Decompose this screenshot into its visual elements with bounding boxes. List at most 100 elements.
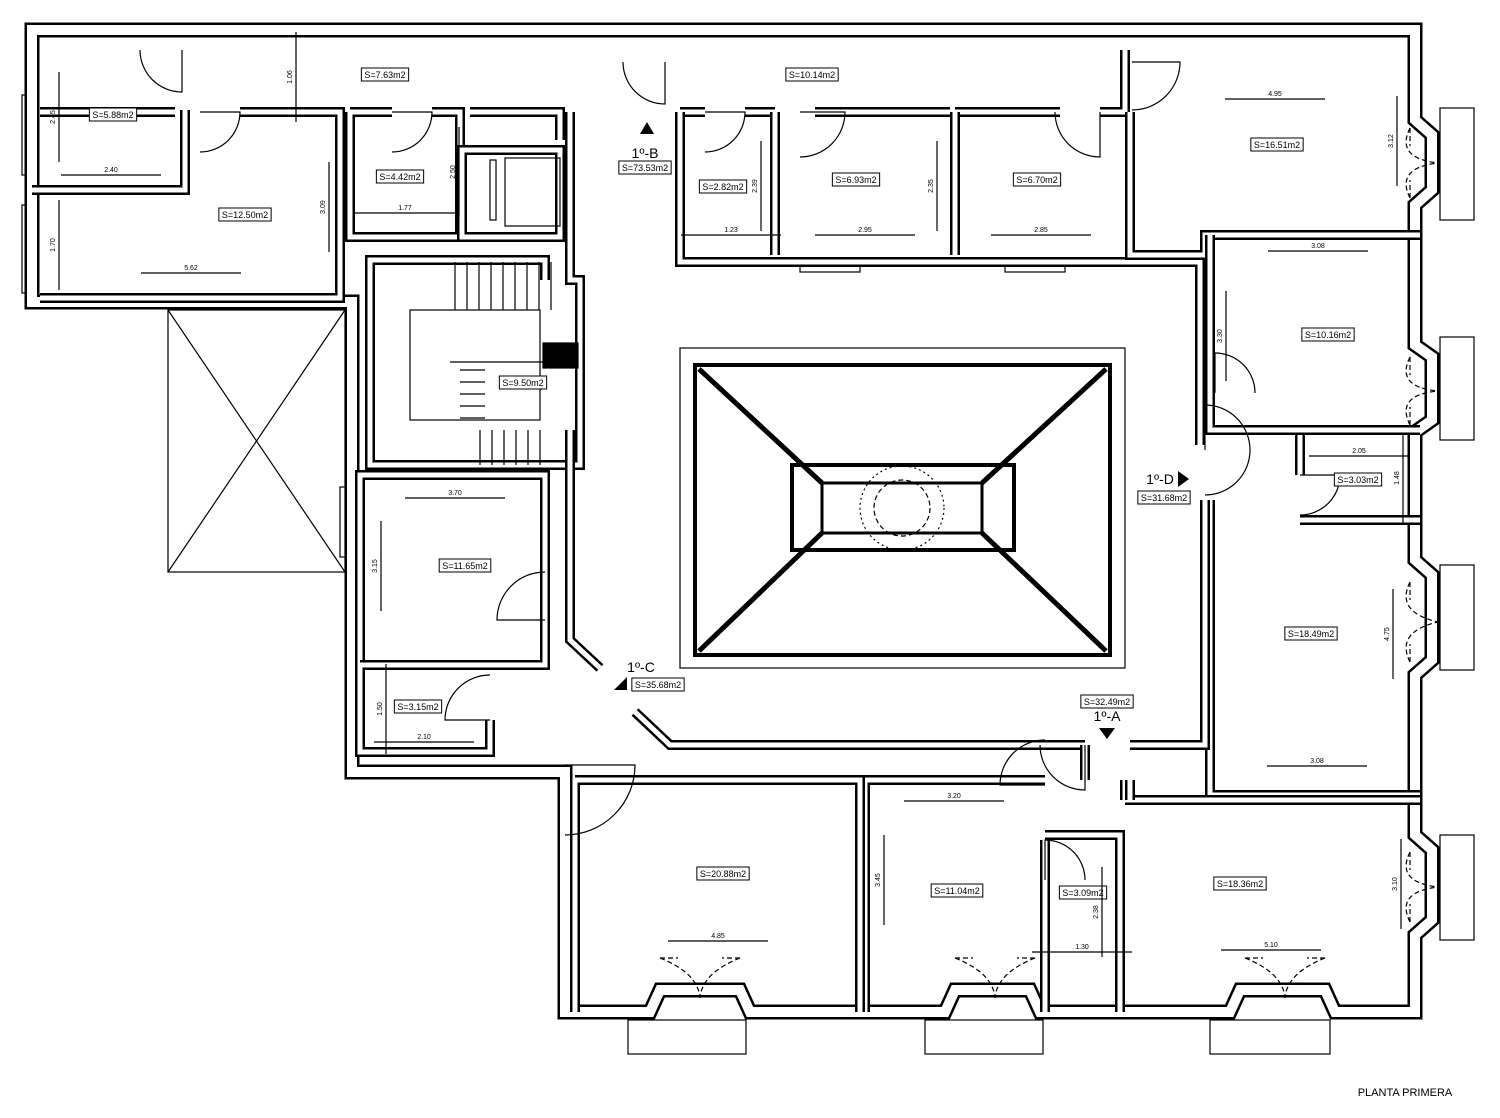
room-area-text: S=2.82m2 bbox=[702, 182, 743, 192]
french-door-icon bbox=[659, 957, 741, 999]
room-area-label: S=3.09m2 bbox=[1058, 885, 1108, 900]
skylight bbox=[679, 347, 1126, 669]
dimension-label: 3.09 bbox=[320, 200, 327, 214]
room-area-text: S=18.49m2 bbox=[1288, 629, 1334, 639]
french-door-icon bbox=[1405, 356, 1439, 426]
room-area-label: S=10.16m2 bbox=[1301, 327, 1355, 342]
door-swing-icon bbox=[622, 61, 666, 105]
room-area-text: S=6.93m2 bbox=[835, 175, 876, 185]
french-door-icon bbox=[1405, 127, 1439, 199]
dimension-label: 2.85 bbox=[1034, 227, 1048, 234]
dimension-label: 2.40 bbox=[104, 167, 118, 174]
room-area-label: S=9.50m2 bbox=[498, 375, 548, 390]
dimension-label: 1.30 bbox=[1075, 944, 1089, 951]
dimension-label: 4.75 bbox=[1384, 627, 1391, 641]
room-area-text: S=73.53m2 bbox=[622, 163, 668, 173]
french-door-icon bbox=[954, 957, 1036, 999]
dimension-label: 3.70 bbox=[448, 490, 462, 497]
entrance-arrow-icon bbox=[640, 122, 654, 134]
room-area-label: S=18.49m2 bbox=[1284, 626, 1338, 641]
room-area-text: S=3.09m2 bbox=[1062, 888, 1103, 898]
dimension-label: 1.48 bbox=[1394, 471, 1401, 485]
dimension-label: 1.06 bbox=[287, 70, 294, 84]
room-area-label: S=35.68m2 bbox=[631, 677, 685, 692]
room-area-text: S=31.68m2 bbox=[1141, 493, 1187, 503]
room-area-label: S=7.63m2 bbox=[360, 67, 410, 82]
room-area-text: S=35.68m2 bbox=[635, 680, 681, 690]
room-area-text: S=6.70m2 bbox=[1016, 175, 1057, 185]
dimension-label: 3.20 bbox=[947, 793, 961, 800]
door-swing-icon bbox=[199, 111, 241, 153]
room-area-label: S=5.88m2 bbox=[88, 107, 138, 122]
dimension-label: 4.95 bbox=[1268, 91, 1282, 98]
room-area-text: S=3.03m2 bbox=[1337, 475, 1378, 485]
unit-label: 1º-C bbox=[627, 659, 655, 675]
room-area-label: S=16.51m2 bbox=[1250, 137, 1304, 152]
dimension-label: 3.30 bbox=[1217, 329, 1224, 343]
dimension-label: 3.08 bbox=[1311, 243, 1325, 250]
room-area-label: S=73.53m2 bbox=[618, 160, 672, 175]
door-swing-icon bbox=[704, 111, 746, 153]
door-swing-icon bbox=[391, 111, 433, 153]
door-swing-icon bbox=[1214, 352, 1256, 394]
dimension-label: 2.05 bbox=[1352, 448, 1366, 455]
room-area-label: S=3.15m2 bbox=[393, 699, 443, 714]
room-area-text: S=11.65m2 bbox=[442, 561, 488, 571]
exterior-walls bbox=[24, 22, 1440, 1020]
entrance-arrow-icon bbox=[614, 677, 627, 690]
door-swing-icon bbox=[496, 571, 546, 621]
dimension-label: 1.70 bbox=[50, 238, 57, 252]
room-area-text: S=32.49m2 bbox=[1084, 697, 1130, 707]
room-area-label: S=11.04m2 bbox=[930, 883, 984, 898]
door-swing-icon bbox=[1039, 744, 1086, 791]
room-area-label: S=31.68m2 bbox=[1137, 490, 1191, 505]
dimension-label: 1.50 bbox=[377, 702, 384, 716]
dimension-label: 3.45 bbox=[875, 873, 882, 887]
french-door-icon bbox=[1405, 851, 1439, 923]
unit-label: 1º-B bbox=[632, 145, 659, 161]
light-well bbox=[167, 309, 346, 573]
dimension-label: 1.23 bbox=[724, 227, 738, 234]
room-area-text: S=9.50m2 bbox=[502, 378, 543, 388]
dimension-label: 2.10 bbox=[417, 734, 431, 741]
dimension-label: 5.10 bbox=[1264, 942, 1278, 949]
room-area-label: S=20.88m2 bbox=[696, 866, 750, 881]
dimension-label: 5.62 bbox=[184, 265, 198, 272]
unit-label: 1º-A bbox=[1094, 708, 1122, 724]
room-area-label: S=11.65m2 bbox=[438, 558, 492, 573]
french-door-icon bbox=[1405, 581, 1439, 663]
dimension-label: 1.77 bbox=[398, 205, 412, 212]
dimension-label: 2.35 bbox=[928, 179, 935, 193]
door-swing-icon bbox=[1131, 61, 1181, 111]
dimension-lines bbox=[58, 32, 1409, 957]
door-swing-icon bbox=[444, 674, 491, 721]
room-area-text: S=3.15m2 bbox=[397, 702, 438, 712]
entrance-arrow-icon bbox=[1178, 471, 1189, 487]
room-area-label: S=32.49m2 bbox=[1080, 694, 1134, 709]
room-area-label: S=3.03m2 bbox=[1333, 472, 1383, 487]
room-area-label: S=6.70m2 bbox=[1012, 172, 1062, 187]
room-area-text: S=5.88m2 bbox=[92, 110, 133, 120]
door-swing-icon bbox=[564, 764, 636, 836]
room-area-text: S=10.16m2 bbox=[1305, 330, 1351, 340]
door-swing-icon bbox=[999, 739, 1046, 786]
french-door-icon bbox=[1244, 957, 1326, 999]
room-area-text: S=18.36m2 bbox=[1217, 879, 1263, 889]
entrance-arrow-icon bbox=[1099, 728, 1115, 739]
room-area-text: S=12.50m2 bbox=[222, 210, 268, 220]
room-area-label: S=2.82m2 bbox=[698, 179, 748, 194]
room-area-text: S=10.14m2 bbox=[789, 70, 835, 80]
dimension-label: 3.12 bbox=[1388, 134, 1395, 148]
door-swing-icon bbox=[139, 49, 183, 93]
staircase bbox=[409, 262, 579, 465]
room-area-label: S=6.93m2 bbox=[831, 172, 881, 187]
room-area-text: S=7.63m2 bbox=[364, 70, 405, 80]
dimension-label: 2.50 bbox=[450, 165, 457, 179]
room-area-label: S=4.42m2 bbox=[375, 169, 425, 184]
room-area-label: S=12.50m2 bbox=[218, 207, 272, 222]
room-area-label: S=18.36m2 bbox=[1213, 876, 1267, 891]
room-area-text: S=20.88m2 bbox=[700, 869, 746, 879]
dimension-label: 3.10 bbox=[1392, 877, 1399, 891]
dimension-label: 2.38 bbox=[1093, 905, 1100, 919]
